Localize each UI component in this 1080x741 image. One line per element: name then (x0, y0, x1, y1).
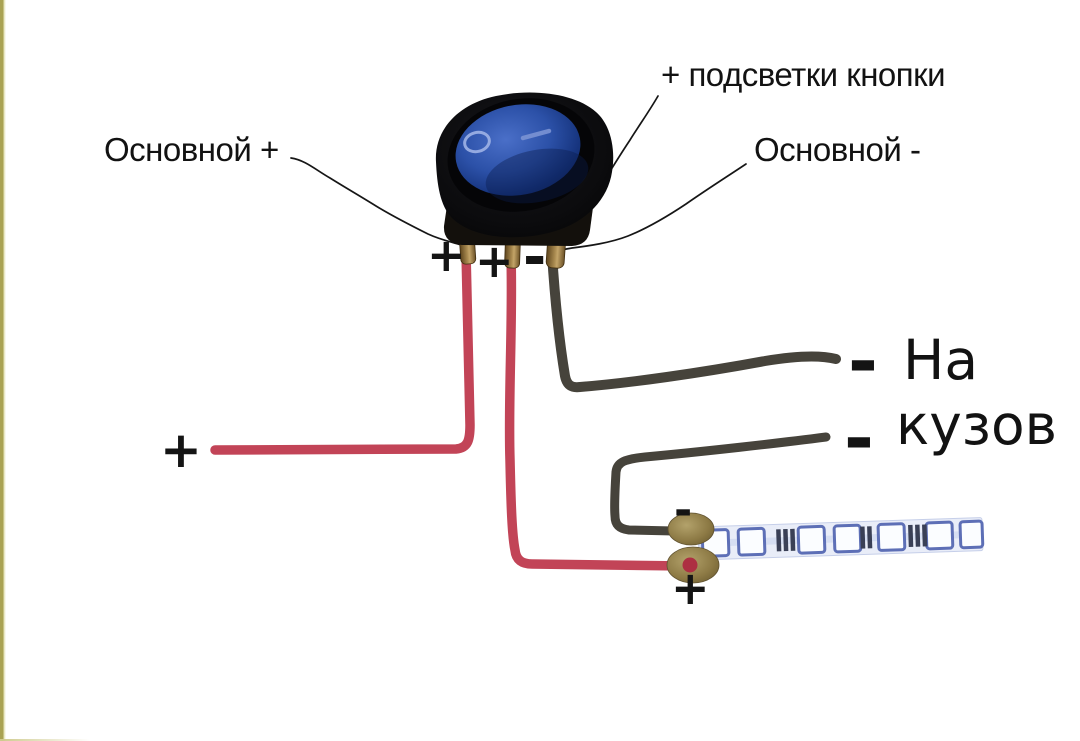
wire-main-minus-black (547, 249, 841, 393)
solder-joints (666, 512, 720, 584)
switch-rocker-shadow (485, 148, 589, 204)
left-border-strip (0, 0, 6, 741)
led-module (924, 520, 955, 551)
label-chassis-line1: На (903, 328, 979, 392)
sign-chassis-minus-top: - (848, 319, 878, 403)
led-plus-wire-core (682, 557, 698, 573)
led-minus-solder-joint (667, 512, 715, 546)
wire-main-plus-red (210, 247, 475, 455)
sign-chassis-minus-bottom: - (844, 396, 874, 480)
sign-terminal-left-plus: + (427, 228, 466, 282)
wire-led-minus-black (610, 432, 831, 536)
resistor-bars (776, 524, 928, 552)
callout-line-main-minus (556, 163, 747, 252)
callout-line-main-plus (290, 157, 462, 246)
sign-led-plus: + (671, 561, 710, 615)
label-chassis-line2: кузов (896, 393, 1058, 457)
label-main-minus: Основной - (754, 131, 921, 168)
sign-power-plus: + (160, 421, 202, 479)
rocker-on-symbol (520, 128, 552, 141)
led-module (958, 519, 985, 550)
led-strip (697, 517, 985, 561)
led-module (876, 522, 907, 552)
rocker-switch-photo (435, 92, 614, 269)
switch-rocker (455, 104, 581, 196)
label-main-plus: Основной + (104, 131, 279, 168)
led-module (736, 526, 767, 557)
label-backlight-plus: + подсветки кнопки (661, 56, 946, 93)
wire-backlight-plus-red (504, 251, 691, 571)
led-modules (700, 519, 985, 558)
rocker-off-symbol (463, 130, 491, 154)
led-module (796, 524, 827, 555)
sign-terminal-right-minus: - (523, 225, 547, 290)
wires (210, 247, 841, 571)
bottom-border-strip (0, 739, 90, 741)
led-module (832, 523, 863, 554)
sign-led-minus: - (674, 485, 693, 536)
sign-terminal-middle-plus: + (475, 234, 514, 288)
